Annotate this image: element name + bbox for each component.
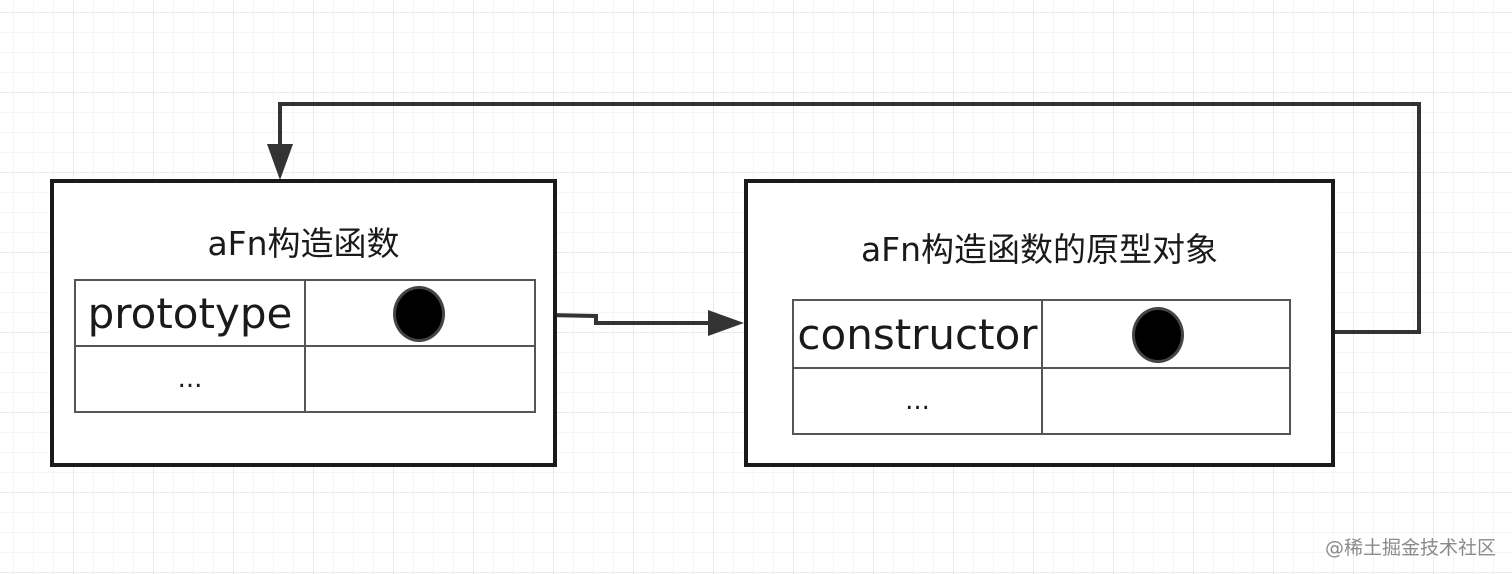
table-row: ... [792, 367, 1291, 435]
constructor-key-cell: constructor [792, 299, 1043, 369]
ellipsis-label: ... [905, 386, 930, 416]
constructor-pointer-dot [1132, 307, 1184, 363]
constructor-function-title: aFn构造函数 [207, 224, 400, 263]
ellipsis-label: ... [177, 364, 203, 394]
arrowhead-into-function [267, 144, 293, 180]
prototype-pointer-dot [393, 286, 445, 342]
table-row: ... [74, 345, 536, 413]
ellipsis-key-cell: ... [74, 345, 306, 413]
constructor-value-cell [1041, 299, 1291, 369]
table-row: constructor [792, 299, 1291, 369]
prototype-object-table: constructor ... [792, 299, 1291, 435]
ellipsis-key-cell: ... [792, 367, 1043, 435]
constructor-function-box: aFn构造函数 prototype ... [50, 179, 557, 467]
prototype-value-cell [304, 279, 536, 347]
constructor-function-table: prototype ... [74, 279, 536, 413]
prototype-object-box: aFn构造函数的原型对象 constructor ... [744, 179, 1335, 467]
prototype-object-title: aFn构造函数的原型对象 [860, 230, 1219, 269]
ellipsis-value-cell [1041, 367, 1291, 435]
watermark: @稀土掘金技术社区 [1324, 537, 1496, 559]
prototype-label: prototype [87, 288, 293, 338]
table-row: prototype [74, 279, 536, 347]
prototype-key-cell: prototype [74, 279, 306, 347]
constructor-label: constructor [797, 309, 1038, 359]
arrowhead-into-object [708, 310, 744, 336]
ellipsis-value-cell [304, 345, 536, 413]
